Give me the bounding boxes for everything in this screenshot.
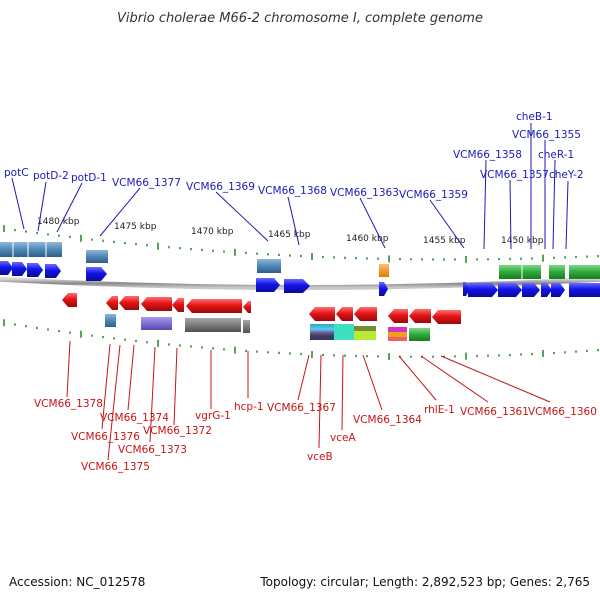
gene-label-VCM66_1364[interactable]: VCM66_1364 bbox=[353, 414, 422, 426]
reverse-gene-arrow bbox=[172, 298, 184, 312]
cog-box bbox=[549, 265, 565, 279]
forward-gene-arrow bbox=[12, 262, 27, 276]
gene-label-vceB[interactable]: vceB bbox=[307, 451, 333, 463]
gene-label-potD-2[interactable]: potD-2 bbox=[33, 170, 69, 182]
gene-label-potD-1[interactable]: potD-1 bbox=[71, 172, 107, 184]
forward-gene-arrow bbox=[569, 283, 600, 297]
forward-gene-arrow bbox=[498, 283, 522, 297]
cog-box bbox=[243, 320, 250, 333]
scale-label-1455: 1455 kbp bbox=[423, 236, 466, 246]
gene-label-VCM66_1367[interactable]: VCM66_1367 bbox=[267, 402, 336, 414]
gene-label-hcp-1[interactable]: hcp-1 bbox=[234, 401, 264, 413]
cog-box bbox=[86, 250, 108, 263]
cog-box-stripe bbox=[388, 327, 407, 332]
forward-gene-arrow bbox=[256, 278, 280, 292]
reverse-genes bbox=[62, 293, 461, 324]
forward-cog-boxes bbox=[0, 242, 600, 279]
gene-label-rhlE-1[interactable]: rhlE-1 bbox=[424, 404, 455, 416]
cog-box bbox=[141, 317, 172, 330]
top-leader-lines bbox=[11, 123, 569, 250]
gene-label-VCM66_1363[interactable]: VCM66_1363 bbox=[330, 187, 399, 199]
scale-label-1465: 1465 kbp bbox=[268, 230, 311, 240]
gene-label-VCM66_1377[interactable]: VCM66_1377 bbox=[112, 177, 181, 189]
scale-labels: 1480 kbp 1475 kbp 1470 kbp 1465 kbp 1460… bbox=[37, 217, 544, 246]
cog-box-stripe bbox=[388, 332, 407, 337]
reverse-gene-arrow bbox=[309, 307, 335, 321]
forward-gene-arrow bbox=[0, 261, 13, 275]
gene-label-VCM66_1373[interactable]: VCM66_1373 bbox=[118, 444, 187, 456]
scale-ticks-upper bbox=[3, 225, 599, 263]
forward-gene-arrow bbox=[379, 282, 388, 296]
forward-gene-arrow bbox=[86, 267, 107, 281]
forward-gene-arrow bbox=[463, 282, 470, 296]
gene-label-VCM66_1376[interactable]: VCM66_1376 bbox=[71, 431, 140, 443]
cog-box bbox=[257, 259, 281, 273]
genome-summary-text: Topology: circular; Length: 2,892,523 bp… bbox=[259, 575, 590, 589]
reverse-gene-arrow bbox=[432, 310, 461, 324]
reverse-gene-arrow bbox=[141, 297, 172, 311]
accession-text: Accession: NC_012578 bbox=[9, 575, 145, 589]
gene-label-VCM66_1358[interactable]: VCM66_1358 bbox=[453, 149, 522, 161]
cog-box bbox=[334, 324, 354, 340]
gene-label-VCM66_1372[interactable]: VCM66_1372 bbox=[143, 425, 212, 437]
gene-label-VCM66_1361[interactable]: VCM66_1361 bbox=[460, 406, 529, 418]
scale-label-1475: 1475 kbp bbox=[114, 222, 157, 232]
forward-gene-arrow bbox=[522, 283, 540, 297]
cog-box-stripe bbox=[388, 337, 407, 341]
reverse-gene-arrow bbox=[388, 309, 408, 323]
reverse-gene-arrow bbox=[336, 307, 353, 321]
cog-box bbox=[0, 242, 62, 257]
reverse-gene-arrow bbox=[62, 293, 77, 307]
scale-label-1480: 1480 kbp bbox=[37, 217, 80, 227]
reverse-cog-boxes bbox=[105, 314, 430, 341]
scale-label-1470: 1470 kbp bbox=[191, 227, 234, 237]
cog-box bbox=[379, 264, 389, 277]
gene-label-VCM66_1369[interactable]: VCM66_1369 bbox=[186, 181, 255, 193]
reverse-gene-arrow bbox=[106, 296, 118, 310]
cog-box bbox=[105, 314, 116, 327]
gene-label-vgrG-1[interactable]: vgrG-1 bbox=[195, 410, 231, 422]
gene-label-vceA[interactable]: vceA bbox=[330, 432, 356, 444]
reverse-gene-arrow bbox=[409, 309, 431, 323]
gene-label-potC[interactable]: potC bbox=[4, 167, 29, 179]
cog-box bbox=[569, 265, 600, 279]
top-gene-labels: potC potD-2 potD-1 VCM66_1377 VCM66_1369… bbox=[4, 111, 584, 201]
cog-box bbox=[310, 324, 334, 340]
gene-label-cheY-2[interactable]: cheY-2 bbox=[549, 169, 584, 181]
gene-label-cheR-1[interactable]: cheR-1 bbox=[538, 149, 574, 161]
gene-label-VCM66_1374[interactable]: VCM66_1374 bbox=[100, 412, 169, 424]
forward-genes bbox=[0, 261, 600, 297]
bottom-leader-lines bbox=[66, 340, 551, 461]
gene-label-VCM66_1357[interactable]: VCM66_1357 bbox=[480, 169, 549, 181]
genome-title: Vibrio cholerae M66-2 chromosome I, comp… bbox=[117, 11, 483, 26]
cog-box bbox=[409, 328, 430, 341]
reverse-gene-arrow bbox=[243, 301, 251, 313]
gene-label-VCM66_1360[interactable]: VCM66_1360 bbox=[528, 406, 597, 418]
reverse-gene-arrow bbox=[186, 299, 242, 313]
bottom-gene-labels: VCM66_1378 VCM66_1376 VCM66_1374 VCM66_1… bbox=[34, 398, 597, 473]
gene-label-VCM66_1368[interactable]: VCM66_1368 bbox=[258, 185, 327, 197]
cog-box bbox=[499, 265, 541, 279]
scale-label-1460: 1460 kbp bbox=[346, 234, 389, 244]
gene-label-VCM66_1375[interactable]: VCM66_1375 bbox=[81, 461, 150, 473]
reverse-gene-arrow bbox=[119, 296, 139, 310]
cog-box bbox=[185, 318, 241, 332]
scale-label-1450: 1450 kbp bbox=[501, 236, 544, 246]
gene-label-VCM66_1378[interactable]: VCM66_1378 bbox=[34, 398, 103, 410]
gene-label-VCM66_1359[interactable]: VCM66_1359 bbox=[399, 189, 468, 201]
gene-label-VCM66_1355[interactable]: VCM66_1355 bbox=[512, 129, 581, 141]
forward-gene-arrow bbox=[284, 279, 310, 293]
forward-gene-arrow bbox=[27, 263, 43, 277]
reverse-gene-arrow bbox=[354, 307, 377, 321]
cog-box-stripe bbox=[354, 326, 376, 331]
forward-gene-arrow bbox=[468, 283, 498, 297]
forward-gene-arrow bbox=[45, 264, 61, 278]
scale-ticks-lower bbox=[3, 319, 599, 361]
forward-gene-arrow bbox=[551, 283, 565, 297]
gene-label-cheB-1[interactable]: cheB-1 bbox=[516, 111, 553, 123]
forward-gene-arrow bbox=[541, 283, 552, 297]
